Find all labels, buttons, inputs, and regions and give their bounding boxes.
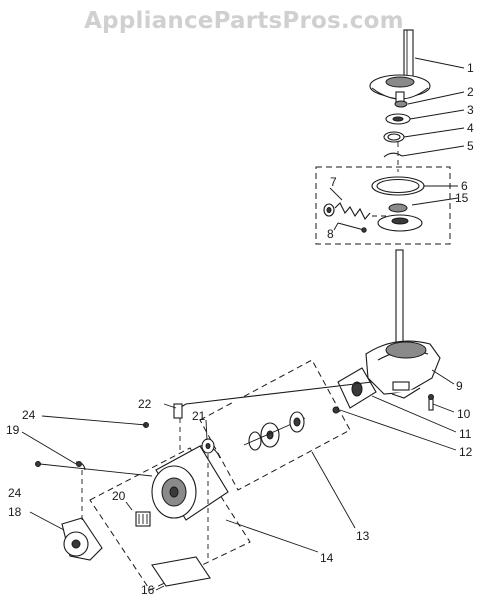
clutch-parts-15 xyxy=(377,203,423,232)
drive-shaft-top xyxy=(403,29,414,81)
gearcase-part-9 xyxy=(365,340,441,399)
callout-3: 3 xyxy=(467,103,474,117)
callout-13: 13 xyxy=(356,529,370,543)
drive-motor xyxy=(151,445,229,521)
clutch-spring-ring xyxy=(371,176,425,196)
pump-part-18 xyxy=(61,517,103,561)
bearing-housing xyxy=(369,74,431,103)
callout-21: 21 xyxy=(192,409,206,423)
spring-part-7 xyxy=(334,202,371,220)
callout-1: 1 xyxy=(467,61,474,75)
callout-22: 22 xyxy=(138,397,152,411)
washer-part-3 xyxy=(385,113,411,125)
coupling-group-box xyxy=(199,359,351,491)
clutch-group-box xyxy=(315,166,451,245)
callout-9: 9 xyxy=(456,379,463,393)
leader-lines xyxy=(21,57,465,591)
motor-bushing-part-21 xyxy=(201,438,215,454)
drive-shaft-lower xyxy=(395,249,404,349)
callout-6: 6 xyxy=(461,179,468,193)
callout-14: 14 xyxy=(320,551,334,565)
callout-10: 10 xyxy=(457,407,471,421)
washer-part-2 xyxy=(394,100,408,108)
shield-part-16 xyxy=(151,556,211,587)
callout-2: 2 xyxy=(467,85,474,99)
screw-part-24b xyxy=(35,461,41,467)
rod-part-22 xyxy=(173,381,373,419)
callout-12: 12 xyxy=(459,445,473,459)
screw-part-10 xyxy=(428,394,434,411)
callout-4: 4 xyxy=(467,121,474,135)
motor-group-box xyxy=(89,447,251,591)
callout-5: 5 xyxy=(467,139,474,153)
callout-24b: 24 xyxy=(8,486,22,500)
callout-7: 7 xyxy=(330,175,337,189)
callout-20: 20 xyxy=(112,489,126,503)
callout-8: 8 xyxy=(327,227,334,241)
washer-part-8 xyxy=(323,203,367,233)
watermark-logo: AppliancePartsPros.com xyxy=(84,8,404,34)
snap-ring-part-4b xyxy=(383,152,403,158)
gasket-plate-part-11 xyxy=(337,367,377,409)
coupling-parts-13 xyxy=(243,411,306,451)
callout-18: 18 xyxy=(8,505,22,519)
retaining-ring-part-4 xyxy=(383,131,405,143)
callout-15: 15 xyxy=(455,191,469,205)
callout-24a: 24 xyxy=(22,408,36,422)
capacitor-part-20 xyxy=(135,511,151,527)
callout-16: 16 xyxy=(141,583,155,597)
callout-11: 11 xyxy=(459,427,472,441)
callout-19: 19 xyxy=(6,423,20,437)
